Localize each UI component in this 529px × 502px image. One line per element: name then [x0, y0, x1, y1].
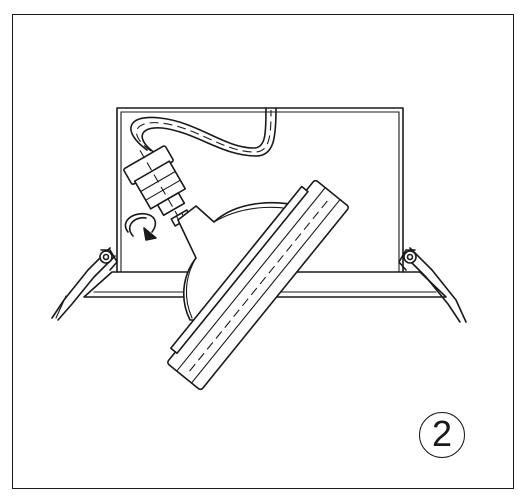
mounting-spring-clip-right — [398, 247, 467, 323]
step-number-badge: 2 — [419, 412, 465, 458]
lamp-trim-ring — [167, 179, 349, 391]
housing-box — [116, 107, 404, 273]
mounting-spring-clip-left — [51, 247, 118, 321]
lamp-cable — [130, 107, 277, 157]
rotation-arrow-icon — [124, 212, 157, 241]
